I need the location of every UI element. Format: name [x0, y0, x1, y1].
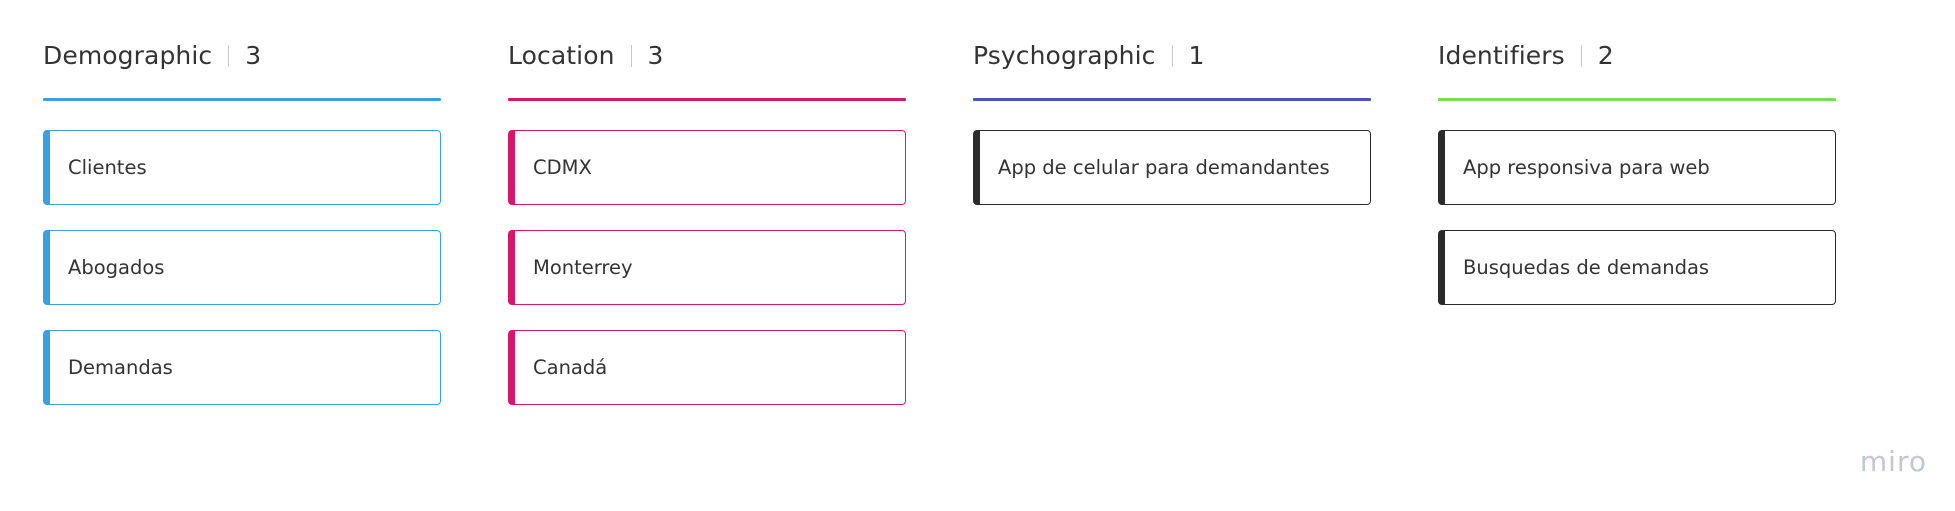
column-title: Location — [508, 41, 615, 70]
card[interactable]: Clientes — [43, 130, 441, 205]
card[interactable]: CDMX — [508, 130, 906, 205]
column-identifiers: Identifiers 2 App responsiva para web Bu… — [1438, 0, 1836, 330]
card[interactable]: App responsiva para web — [1438, 130, 1836, 205]
card-label: Clientes — [68, 156, 147, 179]
card-list: App responsiva para web Busquedas de dem… — [1438, 130, 1836, 305]
column-underline — [973, 98, 1371, 101]
card[interactable]: App de celular para demandantes — [973, 130, 1371, 205]
header-divider — [630, 44, 632, 67]
miro-logo: miro — [1859, 445, 1927, 478]
card[interactable]: Monterrey — [508, 230, 906, 305]
card[interactable]: Canadá — [508, 330, 906, 405]
card-label: Monterrey — [533, 256, 633, 279]
column-underline — [508, 98, 906, 101]
column-count: 1 — [1188, 41, 1205, 70]
column-count: 3 — [647, 41, 664, 70]
column-title: Demographic — [43, 41, 213, 70]
column-demographic: Demographic 3 Clientes Abogados Demandas — [43, 0, 441, 430]
card-label: Abogados — [68, 256, 165, 279]
card-label: Demandas — [68, 356, 173, 379]
column-psychographic: Psychographic 1 App de celular para dema… — [973, 0, 1371, 230]
header-divider — [1580, 44, 1582, 67]
card-list: App de celular para demandantes — [973, 130, 1371, 205]
card-list: CDMX Monterrey Canadá — [508, 130, 906, 405]
card-label: CDMX — [533, 156, 592, 179]
column-location: Location 3 CDMX Monterrey Canadá — [508, 0, 906, 430]
card[interactable]: Abogados — [43, 230, 441, 305]
card-list: Clientes Abogados Demandas — [43, 130, 441, 405]
card-label: Canadá — [533, 356, 608, 379]
card[interactable]: Busquedas de demandas — [1438, 230, 1836, 305]
header-divider — [1171, 44, 1173, 67]
card[interactable]: Demandas — [43, 330, 441, 405]
column-count: 3 — [245, 41, 262, 70]
column-count: 2 — [1597, 41, 1614, 70]
column-header[interactable]: Psychographic 1 — [973, 28, 1371, 83]
card-label: Busquedas de demandas — [1463, 256, 1710, 279]
card-label: App de celular para demandantes — [998, 156, 1330, 179]
header-divider — [228, 44, 230, 67]
column-underline — [1438, 98, 1836, 101]
column-title: Identifiers — [1438, 41, 1565, 70]
column-underline — [43, 98, 441, 101]
card-label: App responsiva para web — [1463, 156, 1710, 179]
column-title: Psychographic — [973, 41, 1156, 70]
column-header[interactable]: Identifiers 2 — [1438, 28, 1836, 83]
column-header[interactable]: Demographic 3 — [43, 28, 441, 83]
column-header[interactable]: Location 3 — [508, 28, 906, 83]
